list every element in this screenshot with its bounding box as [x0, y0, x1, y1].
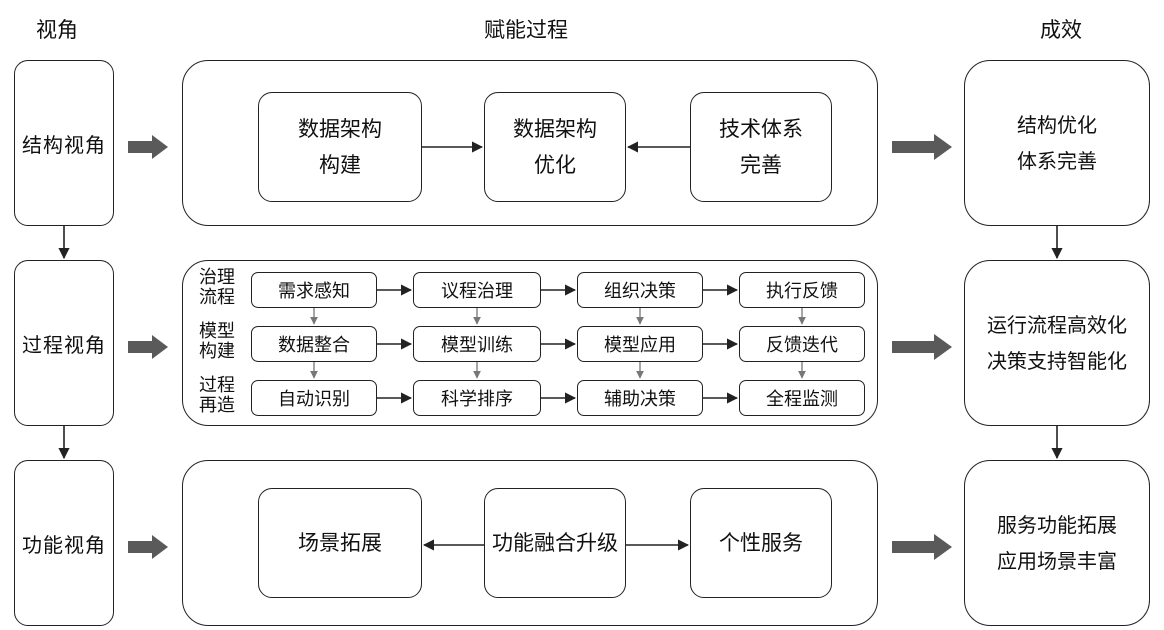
effect-function-line1: 服务功能拓展	[997, 513, 1117, 537]
process-node-label: 模型训练	[441, 335, 513, 356]
function-node-scene: 场景拓展	[258, 488, 422, 598]
block-arrow-right	[892, 334, 952, 360]
process-node: 数据整合	[251, 326, 377, 362]
process-node-label: 反馈迭代	[766, 335, 838, 356]
process-node-label: 议程治理	[441, 281, 513, 302]
block-arrow-right	[892, 134, 952, 160]
process-node: 科学排序	[413, 380, 541, 416]
process-row-label-governance-line1: 治理	[199, 267, 235, 288]
process-node-label: 自动识别	[278, 389, 350, 410]
function-node-scene-label: 场景拓展	[298, 531, 382, 555]
perspective-function-label: 功能视角	[22, 532, 106, 557]
process-node: 组织决策	[577, 272, 703, 308]
structure-node-tech: 技术体系完善	[690, 92, 832, 202]
block-arrow-right	[892, 534, 952, 560]
process-node: 议程治理	[413, 272, 541, 308]
process-row-label-reengineer: 过程 再造	[193, 376, 241, 416]
process-node-label: 数据整合	[278, 335, 350, 356]
process-row-label-model-line2: 构建	[199, 341, 235, 362]
function-node-fusion: 功能融合升级	[484, 488, 626, 598]
process-row-label-reengineer-line1: 过程	[199, 375, 235, 396]
process-node-label: 模型应用	[604, 335, 676, 356]
process-row-label-model: 模型 构建	[193, 322, 241, 362]
process-node-label: 组织决策	[604, 281, 676, 302]
block-arrow-right	[128, 135, 168, 159]
structure-node-optimize: 数据架构优化	[484, 92, 626, 202]
process-node: 自动识别	[251, 380, 377, 416]
block-arrows	[128, 134, 952, 560]
effect-process-line2: 决策支持智能化	[987, 349, 1127, 373]
function-node-fusion-label: 功能融合升级	[492, 531, 618, 555]
effect-structure-line2: 体系完善	[1017, 149, 1097, 173]
process-node-label: 需求感知	[278, 281, 350, 302]
structure-node-build-line2: 构建	[319, 153, 361, 177]
process-node: 需求感知	[251, 272, 377, 308]
perspective-structure: 结构视角	[14, 60, 114, 226]
function-node-service: 个性服务	[690, 488, 832, 598]
structure-node-optimize-line2: 优化	[534, 153, 576, 177]
effect-structure: 结构优化体系完善	[964, 60, 1150, 226]
function-node-service-label: 个性服务	[719, 531, 803, 555]
process-row-label-governance-line2: 流程	[199, 287, 235, 308]
effect-function: 服务功能拓展应用场景丰富	[964, 460, 1150, 626]
process-node-label: 执行反馈	[766, 281, 838, 302]
process-node: 执行反馈	[739, 272, 865, 308]
perspective-structure-label: 结构视角	[22, 132, 106, 157]
header-perspective: 视角	[36, 18, 78, 42]
header-effect: 成效	[1040, 18, 1082, 42]
structure-node-build-line1: 数据架构	[298, 117, 382, 141]
structure-node-tech-line2: 完善	[740, 153, 782, 177]
process-node: 模型应用	[577, 326, 703, 362]
effect-function-line2: 应用场景丰富	[997, 549, 1117, 573]
perspective-function: 功能视角	[14, 460, 114, 626]
block-arrow-right	[128, 535, 168, 559]
process-row-label-reengineer-line2: 再造	[199, 395, 235, 416]
process-node-label: 辅助决策	[604, 389, 676, 410]
process-node: 辅助决策	[577, 380, 703, 416]
effect-structure-line1: 结构优化	[1017, 113, 1097, 137]
effect-process-line1: 运行流程高效化	[987, 313, 1127, 337]
process-node: 全程监测	[739, 380, 865, 416]
process-node-label: 全程监测	[766, 389, 838, 410]
process-row-label-model-line1: 模型	[199, 321, 235, 342]
structure-node-optimize-line1: 数据架构	[513, 117, 597, 141]
process-node-label: 科学排序	[441, 389, 513, 410]
process-node: 反馈迭代	[739, 326, 865, 362]
perspective-process: 过程视角	[14, 260, 114, 426]
structure-node-build: 数据架构构建	[258, 92, 422, 202]
process-row-label-governance: 治理 流程	[193, 268, 241, 308]
header-process: 赋能过程	[484, 18, 568, 42]
perspective-process-label: 过程视角	[22, 332, 106, 357]
effect-process: 运行流程高效化决策支持智能化	[964, 260, 1150, 426]
block-arrow-right	[128, 335, 168, 359]
structure-node-tech-line1: 技术体系	[719, 117, 803, 141]
process-node: 模型训练	[413, 326, 541, 362]
